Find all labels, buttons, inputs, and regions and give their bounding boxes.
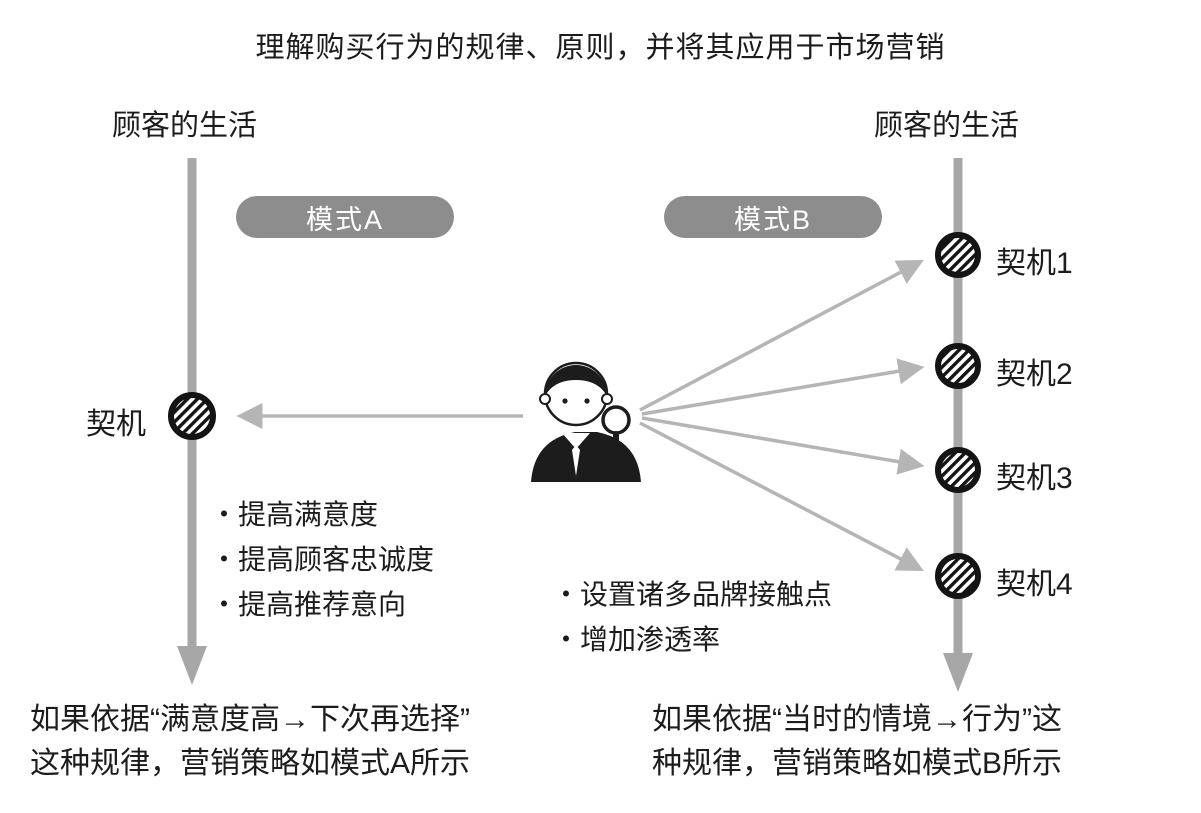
bullet-item: ・提高顾客忠诚度 [210,544,435,575]
magnifier-icon [601,405,631,435]
mode-a-pill: 模式A [236,196,454,238]
mode-b-caption: 如果依据“当时的情境→行为”这 种规律，营销策略如模式B所示 [652,698,1062,786]
arrow-to-trigger-3 [641,416,925,475]
arrow-to-trigger-2 [641,358,925,416]
trigger-4-label: 契机4 [996,568,1073,601]
mode-b-bullet-list: ・设置诸多品牌接触点 ・增加渗透率 [552,572,832,662]
trigger-1-label: 契机1 [996,247,1073,280]
caption-line: 如果依据“当时的情境→行为”这 [652,703,1062,736]
arrow-to-trigger-4 [639,421,924,572]
arrow-to-trigger-1 [639,259,924,412]
hatched-circle-icon [935,447,981,493]
trigger-2-label: 契机2 [996,358,1073,391]
right-timeline-label: 顾客的生活 [874,110,1020,142]
mode-a-caption: 如果依据“满意度高→下次再选择” 这种规律，营销策略如模式A所示 [30,698,470,786]
trigger-markers [168,232,981,599]
researcher-with-magnifier-icon [531,361,641,482]
trigger-3-label: 契机3 [996,462,1073,495]
hatched-circle-icon [935,343,981,389]
mode-b-pill: 模式B [664,196,882,238]
caption-line: 这种规律，营销策略如模式A所示 [30,747,471,780]
bullet-item: ・设置诸多品牌接触点 [552,579,833,610]
diagram-title: 理解购买行为的规律、原则，并将其应用于市场营销 [255,32,946,64]
hatched-circle-icon [168,392,216,440]
left-trigger-label: 契机 [86,408,146,441]
bullet-item: ・提高满意度 [210,499,379,530]
caption-line: 种规律，营销策略如模式B所示 [652,747,1063,780]
mode-a-bullet-list: ・提高满意度 ・提高顾客忠诚度 ・提高推荐意向 [210,492,434,627]
connector-arrows [236,259,925,572]
bullet-item: ・增加渗透率 [552,624,721,655]
hatched-circle-icon [935,553,981,599]
bullet-item: ・提高推荐意向 [210,589,407,620]
left-timeline-label: 顾客的生活 [112,110,258,142]
caption-line: 如果依据“满意度高→下次再选择” [30,703,470,736]
hatched-circle-icon [935,232,981,278]
